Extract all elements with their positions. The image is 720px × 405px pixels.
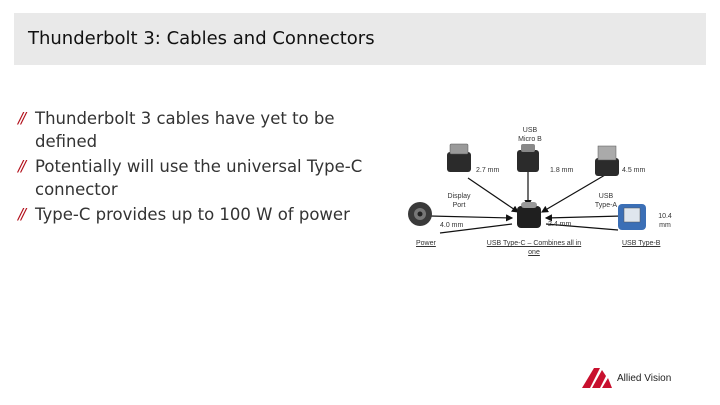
label-dim-type-b: 10.4 mm [658, 213, 672, 229]
usb-type-b-plug [618, 204, 646, 230]
power-plug [408, 202, 432, 226]
allied-vision-logo-icon [582, 368, 612, 388]
logo-text: Allied Vision [617, 373, 672, 384]
bullet-marker-icon: // [18, 157, 26, 175]
bullet-marker-icon: // [18, 109, 26, 127]
usb-type-a-plug [595, 145, 619, 176]
bullet-text: Potentially will use the universal Type-… [35, 157, 363, 199]
usb-type-c-center-top [517, 144, 539, 172]
usb-type-c-plug [517, 202, 541, 228]
bullet-text: Type-C provides up to 100 W of power [35, 205, 350, 224]
usb-micro-b-plug [447, 143, 471, 172]
connector-diagram: USB Micro B 2.7 mm 1.8 mm 4.5 mm Display… [400, 120, 720, 270]
title-bar: Thunderbolt 3: Cables and Connectors [14, 13, 706, 65]
label-display-port: Display Port [447, 193, 471, 209]
label-power: Power [416, 240, 436, 247]
label-usb-micro-b: USB Micro B [518, 127, 542, 143]
connector-lines [429, 170, 623, 234]
bullet-list: // Thunderbolt 3 cables have yet to be d… [18, 107, 388, 228]
label-dim-micro-b: 2.7 mm [476, 167, 500, 174]
connector-diagram-graphic [408, 143, 646, 234]
label-usb-type-b: USB Type-B [622, 240, 661, 247]
label-dim-center-top: 1.8 mm [550, 167, 574, 174]
bullet-item: // Type-C provides up to 100 W of power [18, 203, 388, 226]
bullet-item: // Thunderbolt 3 cables have yet to be d… [18, 107, 388, 153]
bullet-item: // Potentially will use the universal Ty… [18, 155, 388, 201]
bullet-marker-icon: // [18, 205, 26, 223]
label-usb-type-a: USB Type-A [594, 193, 618, 209]
bullet-text: Thunderbolt 3 cables have yet to be defi… [35, 109, 335, 151]
slide-title: Thunderbolt 3: Cables and Connectors [28, 28, 375, 49]
label-dim-type-a: 4.5 mm [622, 167, 646, 174]
label-dim-type-c: 2.4 mm [548, 221, 572, 228]
label-dim-power: 4.0 mm [440, 222, 464, 229]
label-usb-type-c: USB Type-C – Combines all in one [486, 240, 582, 256]
